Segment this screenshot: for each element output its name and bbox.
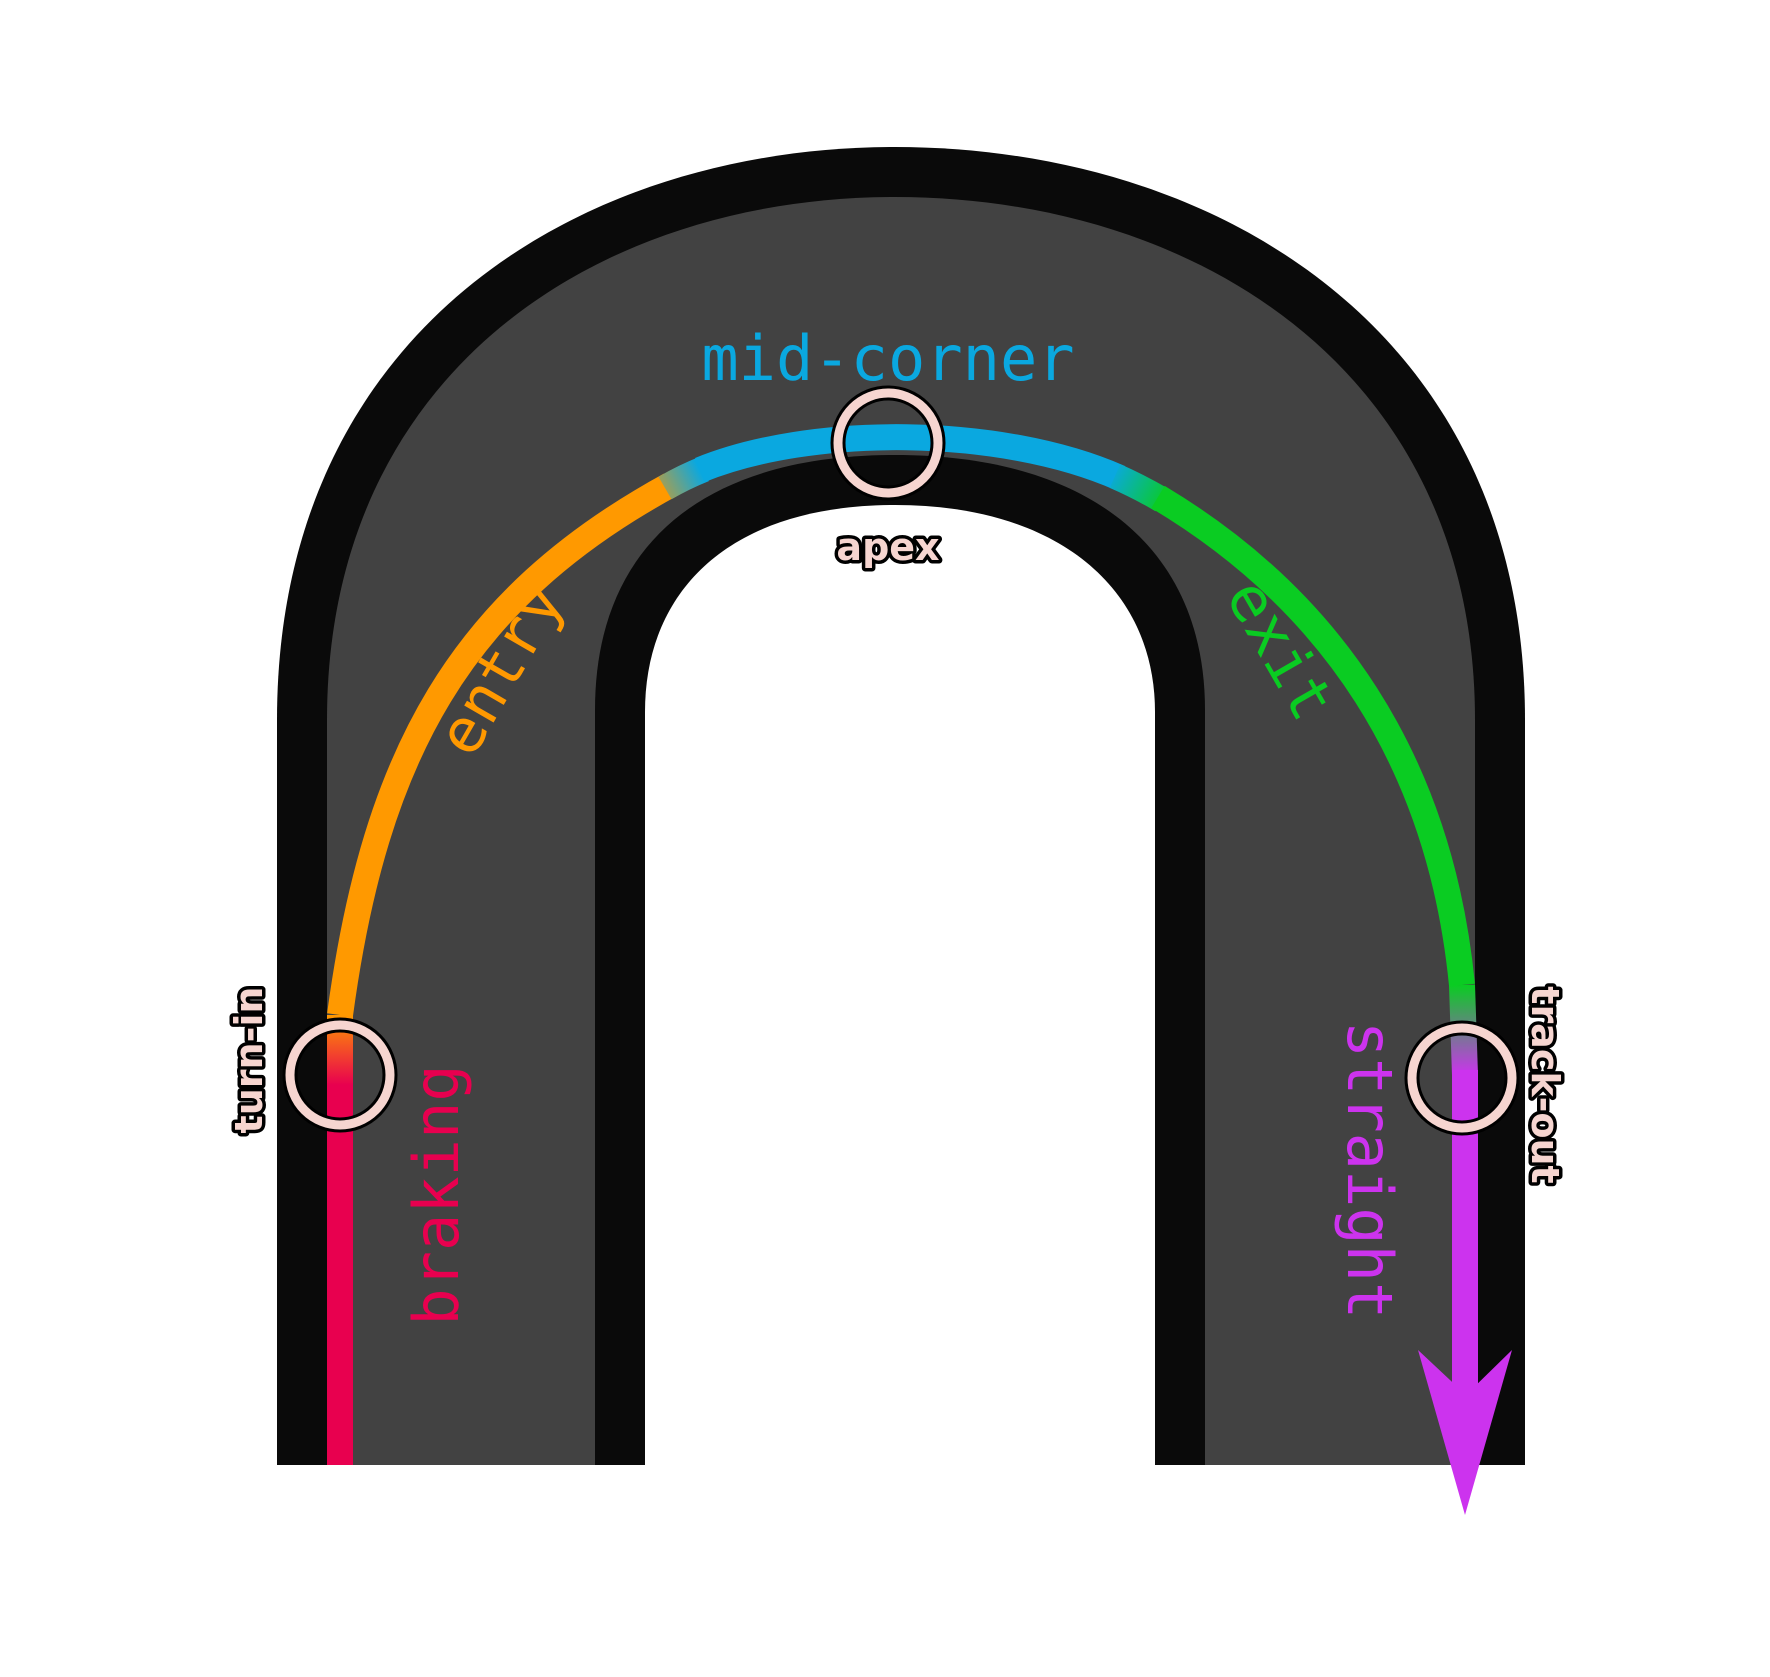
racing-line-mid-corner xyxy=(695,424,1126,490)
turn-in-label: turn-in xyxy=(227,987,271,1134)
apex-label: apex xyxy=(836,525,939,569)
braking-label: braking xyxy=(400,1064,473,1325)
apex-marker xyxy=(830,385,946,501)
arrowhead xyxy=(1418,1350,1512,1515)
track-infield xyxy=(645,505,1155,1465)
track-out-label: track-out xyxy=(1523,986,1567,1183)
turn-in-marker xyxy=(282,1017,398,1133)
mid-corner-label: mid-corner xyxy=(701,322,1074,395)
track-out-marker xyxy=(1404,1020,1520,1136)
racing-line-entry xyxy=(327,473,677,1017)
straight-label: straight xyxy=(1333,1021,1406,1320)
racing-line-entry-to-mid xyxy=(658,456,709,500)
racing-line-exit xyxy=(1151,485,1475,987)
